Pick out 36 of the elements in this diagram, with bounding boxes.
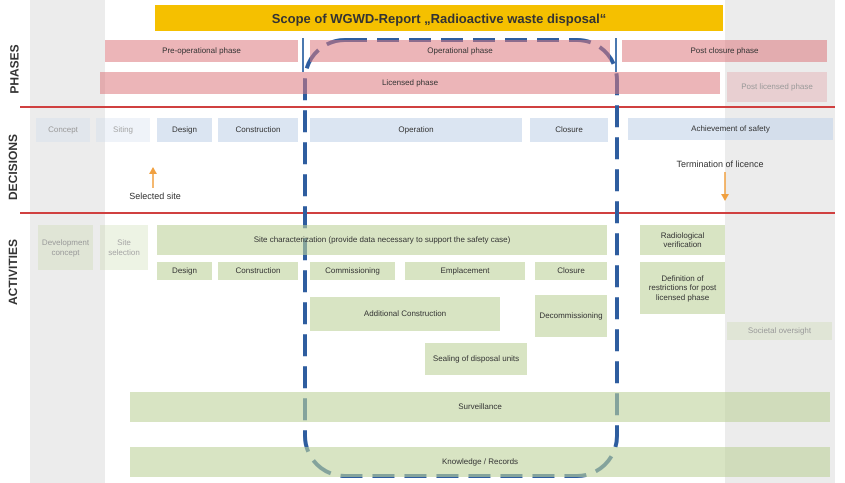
decision-box: Design (157, 118, 212, 142)
arrow (721, 172, 729, 201)
row-heading: PHASES (8, 44, 22, 94)
phase-bar: Operational phase (310, 40, 610, 62)
arrow (149, 167, 157, 188)
row-heading: DECISIONS (6, 134, 20, 200)
activity-box: Societal oversight (727, 322, 832, 340)
decision-box: Concept (36, 118, 90, 142)
phase-bar: Licensed phase (100, 72, 720, 94)
activity-box: Site selection (100, 225, 148, 270)
activity-box: Construction (218, 262, 298, 280)
decision-text: Selected site (110, 188, 200, 204)
decision-box: Construction (218, 118, 298, 142)
decision-box: Closure (530, 118, 608, 142)
activity-box: Closure (535, 262, 607, 280)
activity-box: Design (157, 262, 212, 280)
activity-box: Radiological verification (640, 225, 725, 255)
activity-box: Development concept (38, 225, 93, 270)
activity-bar: Knowledge / Records (130, 447, 830, 477)
activity-box: Sealing of disposal units (425, 343, 527, 375)
activity-bar: Site characterization (provide data necessary to support the safety case) (157, 225, 607, 255)
activity-box: Emplacement (405, 262, 525, 280)
phase-bar: Pre-operational phase (105, 40, 298, 62)
activity-box: Commissioning (310, 262, 395, 280)
activity-box: Additional Construction (310, 297, 500, 331)
phase-bar: Post licensed phase (727, 72, 827, 102)
activity-box: Definition of restrictions for post licensed phase (640, 262, 725, 314)
phase-bar: Post closure phase (622, 40, 827, 62)
decision-box: Siting (96, 118, 150, 142)
activity-bar: Surveillance (130, 392, 830, 422)
decision-box: Operation (310, 118, 522, 142)
activity-box: Decommissioning (535, 295, 607, 337)
row-heading: ACTIVITIES (6, 239, 20, 305)
title-banner: Scope of WGWD-Report „Radioactive waste disposal“ (155, 5, 723, 31)
decision-text: Termination of licence (660, 156, 780, 172)
decision-box: Achievement of safety (628, 118, 833, 140)
